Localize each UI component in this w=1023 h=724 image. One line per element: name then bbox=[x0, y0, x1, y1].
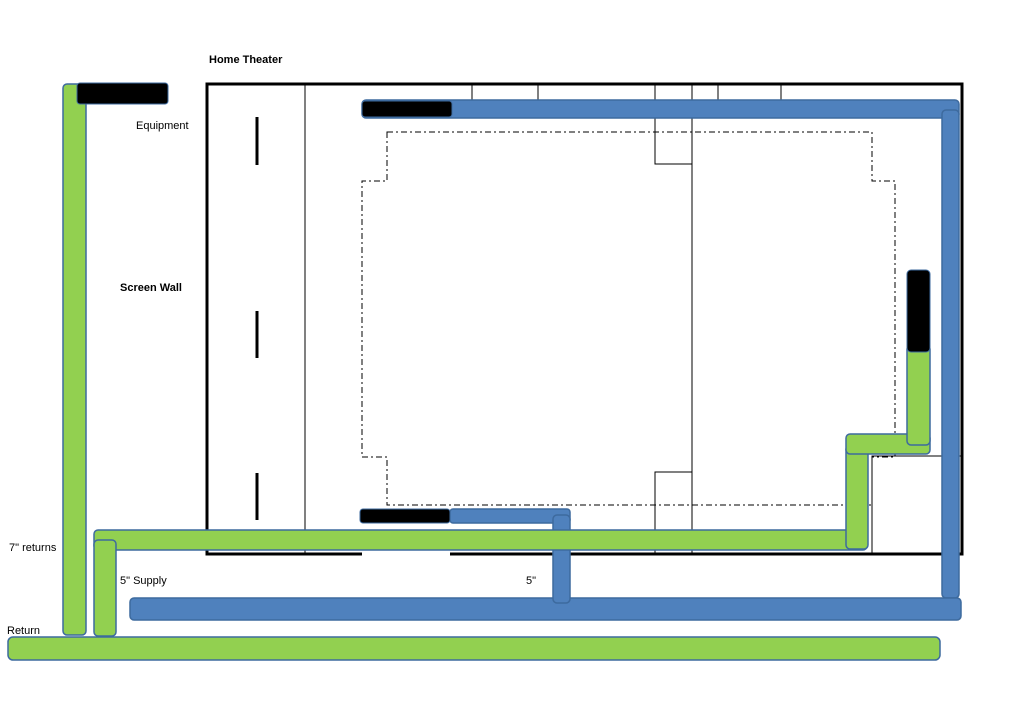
return-register-top-left bbox=[76, 82, 169, 105]
supply-duct-bottom-main bbox=[129, 597, 962, 621]
five-in-label: 5" bbox=[526, 575, 537, 587]
return-label: Return bbox=[7, 625, 41, 637]
returns-7in-label: 7" returns bbox=[9, 542, 57, 554]
supply-ducts bbox=[129, 99, 962, 621]
return-register-right bbox=[906, 269, 931, 353]
supply-5in-label: 5" Supply bbox=[120, 575, 167, 587]
return-duct-wall-drop bbox=[906, 344, 931, 446]
supply-duct-right-vertical bbox=[941, 109, 960, 599]
return-duct-7in bbox=[93, 529, 868, 551]
supply-duct-5in-drop bbox=[552, 514, 571, 604]
return-duct-supply-side-drop bbox=[93, 539, 117, 637]
supply-duct-lower-branch bbox=[449, 508, 571, 524]
return-duct-bottom bbox=[7, 636, 941, 661]
equipment-label: Equipment bbox=[136, 120, 189, 132]
supply-register-bottom bbox=[359, 508, 451, 524]
return-duct-right-riser bbox=[845, 444, 869, 550]
registers bbox=[76, 82, 931, 524]
seating-area-outline bbox=[361, 131, 896, 506]
diagram-title: Home Theater bbox=[209, 54, 283, 66]
screen-wall-label: Screen Wall bbox=[120, 282, 182, 294]
room-outline bbox=[205, 82, 964, 556]
return-duct-left-vertical bbox=[62, 83, 87, 636]
return-ducts bbox=[7, 83, 941, 661]
supply-register-top bbox=[361, 100, 453, 118]
